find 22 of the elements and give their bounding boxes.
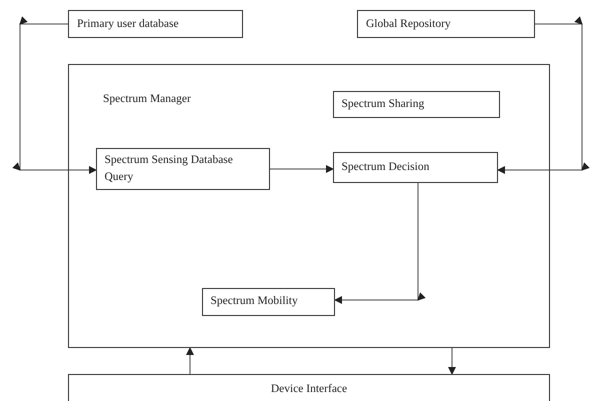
process-box [332, 152, 498, 182]
arrow [448, 348, 456, 375]
box-label: Spectrum Sensing Database Query [104, 152, 234, 184]
box-label: Spectrum Sharing [342, 96, 424, 112]
arrow [270, 165, 334, 173]
arrow [12, 16, 96, 174]
arrow [186, 347, 194, 374]
arrow [334, 182, 426, 304]
arrow [498, 16, 590, 174]
box-label: Spectrum Mobility [210, 294, 298, 310]
process-box [68, 10, 243, 38]
box-label: Spectrum Decision [342, 160, 430, 175]
group-box [68, 64, 550, 348]
process-box [202, 288, 334, 316]
process-box [332, 90, 500, 118]
box-label: Primary user database [77, 16, 179, 32]
process-box [96, 148, 270, 190]
process-box [68, 374, 550, 401]
box-label: Device Interface [270, 382, 348, 397]
group-title: Spectrum Manager [103, 92, 191, 107]
box-label: Global Repository [366, 16, 451, 32]
process-box [357, 10, 535, 38]
